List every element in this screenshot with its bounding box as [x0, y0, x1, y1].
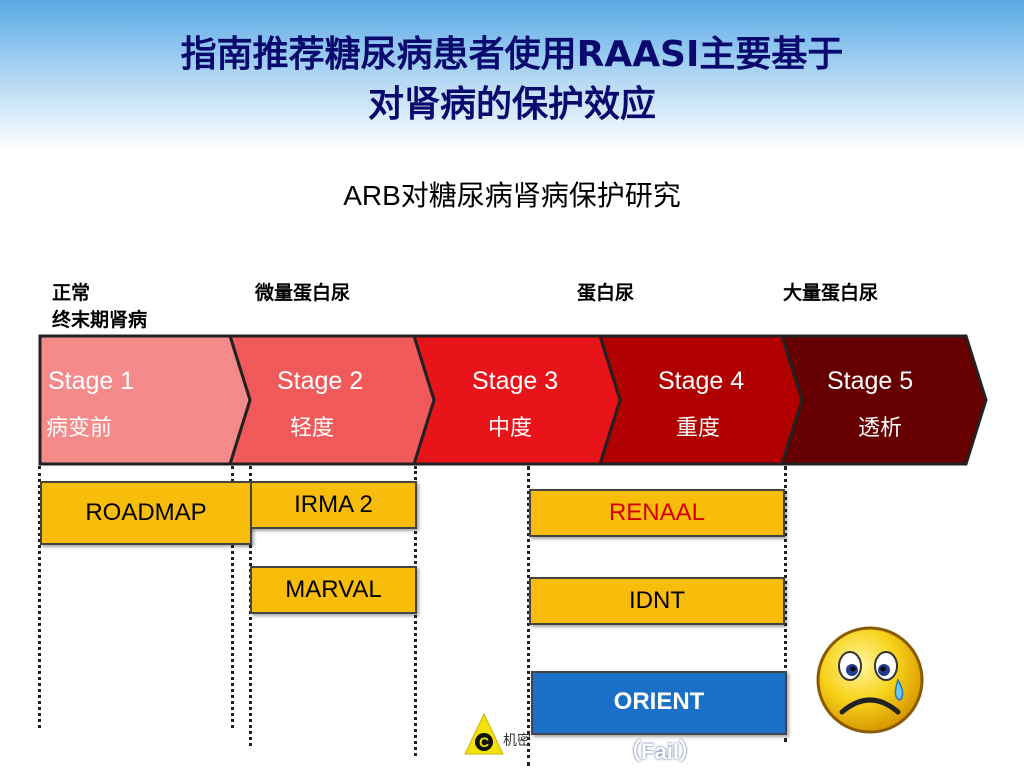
stage-2-sub: 轻度	[290, 416, 335, 441]
trial-idnt: IDNT	[529, 577, 785, 625]
phase-macroalbuminuria: 大量蛋白尿	[783, 282, 879, 304]
title-line-1: 指南推荐糖尿病患者使用RAASI主要基于	[180, 34, 844, 75]
stage-4-label: Stage 4	[658, 367, 745, 395]
page-title: 指南推荐糖尿病患者使用RAASI主要基于 对肾病的保护效应	[0, 30, 1024, 130]
stage-2-chevron	[227, 334, 436, 466]
crying-face-icon	[816, 626, 924, 734]
stage-5-label: Stage 5	[827, 367, 914, 395]
stage-1-sub: 病变前	[46, 416, 113, 441]
trial-orient: ORIENT	[531, 671, 787, 735]
phase-proteinuria: 蛋白尿	[577, 282, 635, 304]
stage-4-sub: 重度	[676, 416, 721, 441]
stage-chevron-bar	[38, 334, 988, 466]
subtitle: ARB对糖尿病肾病保护研究	[343, 180, 681, 211]
trial-renaal: RENAAL	[529, 489, 785, 537]
divider-line	[784, 466, 787, 742]
title-line-2: 对肾病的保护效应	[367, 84, 656, 125]
phase-esrd: 终末期肾病	[52, 309, 148, 331]
divider-line	[38, 466, 41, 728]
phase-microalbuminuria: 微量蛋白尿	[255, 282, 351, 304]
stage-3-sub: 中度	[488, 416, 533, 441]
stage-5-chevron	[779, 334, 988, 466]
triangle-c-logo-icon: C	[464, 712, 504, 755]
stage-1-chevron	[38, 334, 252, 466]
trial-irma2: IRMA 2	[250, 481, 417, 529]
divider-line	[527, 466, 530, 766]
stage-5-sub: 透析	[858, 416, 903, 441]
stage-1-label: Stage 1	[48, 367, 135, 395]
phase-normal: 正常	[52, 282, 91, 304]
stage-2-label: Stage 2	[277, 367, 364, 395]
trial-roadmap: ROADMAP	[40, 481, 252, 545]
svg-text:C: C	[479, 734, 489, 750]
trial-marval: MARVAL	[250, 566, 417, 614]
stage-3-label: Stage 3	[472, 367, 559, 395]
stage-3-chevron	[411, 334, 622, 466]
logo-text: 机密	[503, 733, 531, 749]
orient-fail-note: （Fail）	[619, 739, 701, 764]
divider-line	[231, 466, 234, 728]
stage-4-chevron	[597, 334, 804, 466]
